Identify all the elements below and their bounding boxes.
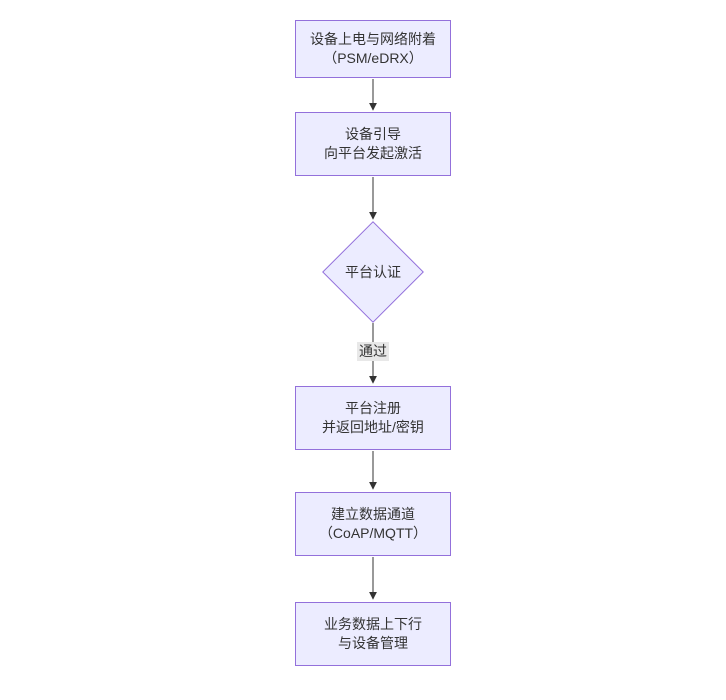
node-business-line2: 与设备管理 <box>338 635 408 651</box>
node-bootstrap-line1: 设备引导 <box>345 126 401 142</box>
node-power-on-line2: （PSM/eDRX） <box>323 50 423 66</box>
node-channel-line2: （CoAP/MQTT） <box>318 525 428 541</box>
node-channel-line1: 建立数据通道 <box>331 506 415 522</box>
node-register-line2: 并返回地址/密钥 <box>322 419 424 435</box>
node-auth-label: 平台认证 <box>345 264 401 280</box>
node-register-line1: 平台注册 <box>345 400 401 416</box>
node-business-line1: 业务数据上下行 <box>324 616 422 632</box>
edge-label-pass: 通过 <box>357 342 389 361</box>
node-bootstrap-line2: 向平台发起激活 <box>324 145 422 161</box>
node-power-on: 设备上电与网络附着 （PSM/eDRX） <box>295 20 451 78</box>
node-channel: 建立数据通道 （CoAP/MQTT） <box>295 492 451 556</box>
node-business: 业务数据上下行 与设备管理 <box>295 602 451 666</box>
node-bootstrap: 设备引导 向平台发起激活 <box>295 112 451 176</box>
node-register: 平台注册 并返回地址/密钥 <box>295 386 451 450</box>
node-power-on-line1: 设备上电与网络附着 <box>310 31 436 47</box>
